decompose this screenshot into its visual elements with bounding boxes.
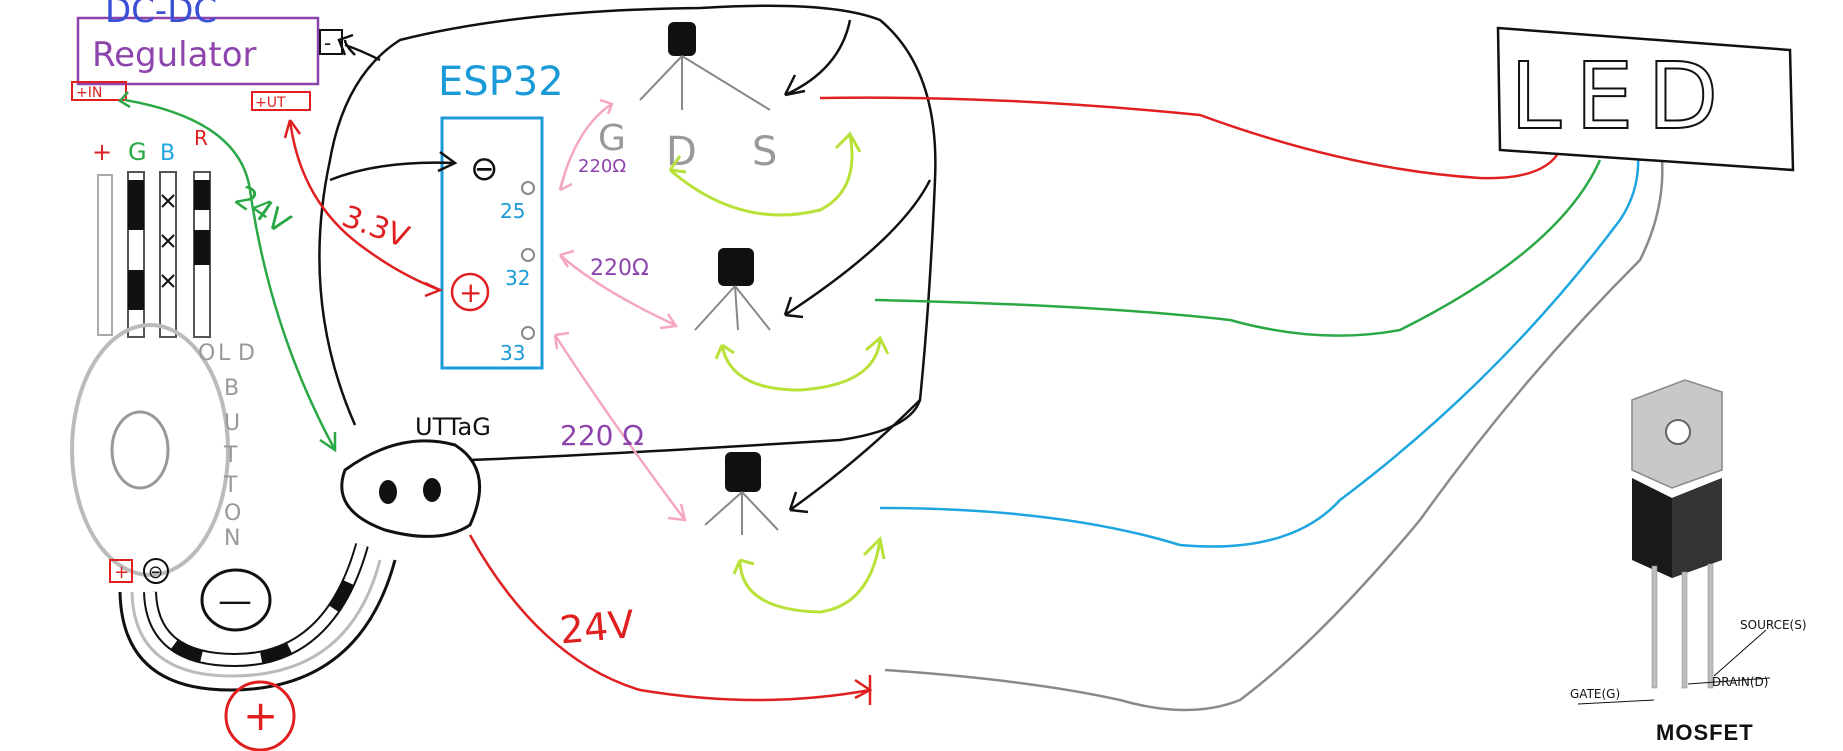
- mosfet-3: [704, 452, 779, 535]
- green-24v-wire: [118, 91, 337, 453]
- cable-plus-label: +: [92, 138, 112, 166]
- label-24v-red: 24V: [558, 602, 636, 652]
- big-plus: +: [243, 691, 278, 740]
- old-button-letter: L: [218, 341, 231, 366]
- old-button-letter: O: [224, 501, 241, 526]
- old-button-plus-terminal: [109, 559, 133, 583]
- old-button: O L D B U T T O N + ⊖: [70, 323, 255, 584]
- cable-plus: [97, 174, 113, 336]
- mosfet-lead-source: [1707, 563, 1714, 689]
- old-button-letter: O: [198, 341, 215, 366]
- resistor-leads: [553, 98, 687, 522]
- led-label: LED: [1510, 43, 1732, 150]
- cable-red-label: R: [194, 126, 208, 150]
- pin-32: 32: [505, 266, 530, 290]
- old-button-minus: ⊖: [148, 562, 163, 583]
- label-3-3v: 3.3V: [337, 199, 414, 255]
- cable-green-black-2: [128, 270, 144, 310]
- mosfet-drain-label: DRAIN(D): [1712, 675, 1768, 689]
- mosfet-tab-hole: [1665, 419, 1691, 445]
- cable-blue: [159, 171, 177, 338]
- cable-green-label: G: [128, 138, 147, 166]
- cable-blue-crossmarks: [161, 194, 175, 288]
- cable-red-black-2: [194, 230, 210, 265]
- resistor-2: 220Ω: [590, 256, 649, 281]
- resistor-3: 220 Ω: [560, 419, 644, 452]
- socket-hole-right: [423, 478, 441, 502]
- old-button-plus: +: [114, 562, 129, 583]
- big-minus-circle: [200, 568, 272, 632]
- drain-source-arrows: [668, 131, 890, 614]
- cable-red-black-1: [194, 180, 210, 210]
- regulator-minus-terminal: [319, 29, 343, 55]
- uttag-socket: UTTaG: [340, 413, 491, 538]
- regulator-title-2: Regulator: [92, 35, 257, 75]
- esp32-vcc: +: [459, 276, 482, 309]
- pin-33-dot: [521, 326, 535, 340]
- button-cables: — +: [118, 543, 397, 751]
- regulator-out-terminal: [251, 91, 311, 111]
- mosfet-2: [694, 248, 771, 331]
- led-strip: LED: [1496, 26, 1795, 172]
- pin-32-dot: [521, 248, 535, 262]
- mosfet-pin-s: S: [752, 129, 777, 175]
- regulator-out-label: +UT: [255, 95, 286, 111]
- esp32-board: ESP32 ⊖ + 25 32 33: [438, 59, 564, 370]
- old-button-letter: D: [238, 341, 255, 366]
- mosfet-pin-g: G: [598, 118, 626, 159]
- old-button-center: [110, 410, 170, 490]
- pin-25: 25: [500, 199, 525, 223]
- mosfet-source-label: SOURCE(S): [1740, 618, 1807, 632]
- cable-blue-label: B: [160, 141, 175, 166]
- mosfet-gate-label: GATE(G): [1570, 687, 1620, 701]
- regulator-minus-label: -: [324, 31, 331, 55]
- led-strip-cables: + G B R: [92, 126, 211, 338]
- regulator-in-label: +IN: [76, 85, 102, 101]
- ground-wires: [318, 4, 937, 514]
- old-button-letter: T: [223, 473, 238, 498]
- pin-33: 33: [500, 341, 525, 365]
- mosfet-lead-drain: [1681, 571, 1688, 689]
- regulator-in-terminal: [71, 81, 127, 101]
- old-button-letter: N: [224, 526, 240, 551]
- esp32-vcc-circle: [450, 272, 490, 312]
- old-button-letter: U: [224, 411, 240, 436]
- pin-25-dot: [521, 181, 535, 195]
- regulator-box: [76, 16, 320, 86]
- old-button-outline: [70, 323, 230, 577]
- mosfet-title: MOSFET: [1656, 720, 1754, 745]
- resistor-1: 220Ω: [578, 156, 626, 177]
- led-box: [1496, 26, 1795, 172]
- mosfet-reference: GATE(G) DRAIN(D) SOURCE(S) MOSFET: [1570, 379, 1807, 745]
- uttag-label: UTTaG: [415, 413, 491, 441]
- regulator-title-1: DC-DC: [105, 0, 217, 31]
- esp32-body: [440, 116, 544, 370]
- mosfet-lead-gate: [1651, 565, 1658, 689]
- dc-dc-regulator: DC-DC Regulator +IN +UT -: [71, 0, 343, 111]
- old-button-letter: B: [224, 376, 239, 401]
- big-plus-circle: [224, 680, 296, 751]
- led-wires: [874, 154, 1664, 712]
- socket-outline: [340, 439, 482, 538]
- old-button-letter: T: [223, 443, 238, 468]
- old-button-minus-terminal: [143, 558, 169, 584]
- esp32-gnd: ⊖: [470, 149, 499, 189]
- esp32-title: ESP32: [438, 59, 564, 105]
- cable-green-black-1: [128, 180, 144, 230]
- mosfet-1: G D S: [598, 22, 777, 175]
- socket-hole-left: [379, 480, 397, 504]
- power-wires: [283, 96, 1562, 705]
- label-24v-green: 24V: [228, 179, 297, 242]
- old-button-letters: O L D B U T T O N: [198, 341, 255, 551]
- big-minus: —: [218, 581, 252, 621]
